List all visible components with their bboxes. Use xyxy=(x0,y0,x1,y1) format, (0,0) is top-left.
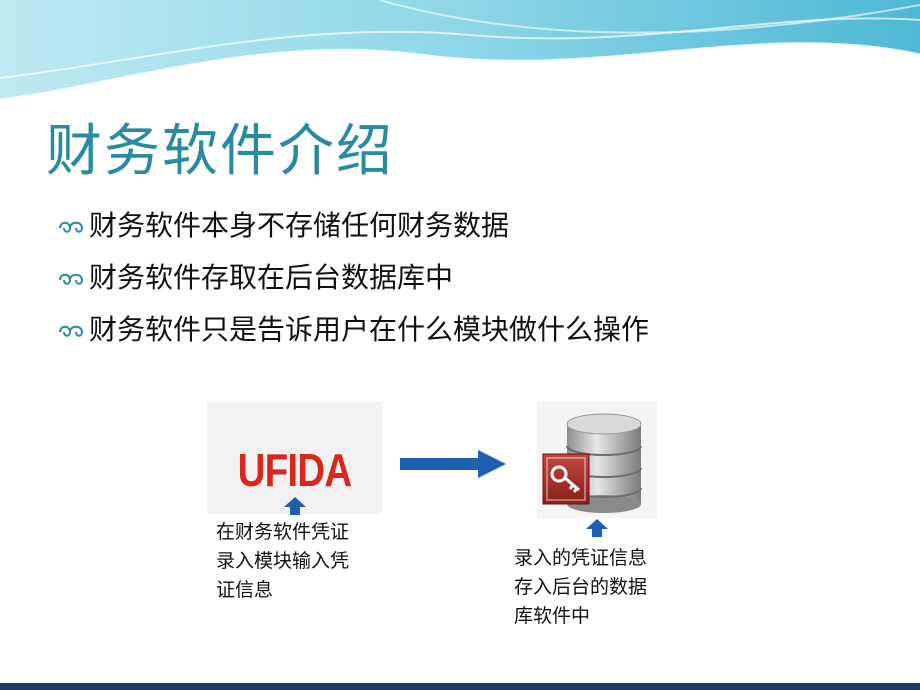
top-wave-decoration xyxy=(0,0,920,102)
bullet-swirl-icon xyxy=(59,325,84,337)
bullet-text: 财务软件只是告诉用户在什么模块做什么操作 xyxy=(89,313,650,346)
right-caption: 录入的凭证信息 存入后台的数据 库软件中 xyxy=(514,544,647,631)
bullet-swirl-icon xyxy=(59,273,84,285)
bullet-item: 财务软件本身不存储任何财务数据 xyxy=(56,200,649,252)
caption-line: 录入模块输入凭 xyxy=(216,550,350,572)
bullet-item: 财务软件存取在后台数据库中 xyxy=(56,252,649,304)
bullet-swirl-icon xyxy=(59,221,84,233)
slide-title: 财务软件介绍 xyxy=(46,119,394,184)
ufida-logo-text: UFIDA xyxy=(237,444,353,496)
bullet-text: 财务软件本身不存储任何财务数据 xyxy=(89,209,510,242)
bullet-list: 财务软件本身不存储任何财务数据 财务软件存取在后台数据库中 财务软件只是告诉用户… xyxy=(56,200,649,356)
arrow-right-icon xyxy=(400,450,506,478)
arrow-up-icon xyxy=(284,497,306,515)
bullet-item: 财务软件只是告诉用户在什么模块做什么操作 xyxy=(56,304,649,356)
database-access-icon xyxy=(537,402,657,518)
arrow-up-icon xyxy=(586,519,608,537)
ufida-logo-image: UFIDA xyxy=(207,402,382,514)
caption-line: 录入的凭证信息 xyxy=(514,547,648,569)
caption-line: 证信息 xyxy=(216,579,274,601)
bottom-bar xyxy=(0,683,920,690)
caption-line: 在财务软件凭证 xyxy=(216,521,350,543)
left-caption: 在财务软件凭证 录入模块输入凭 证信息 xyxy=(216,518,349,605)
caption-line: 存入后台的数据 xyxy=(514,576,648,598)
bullet-text: 财务软件存取在后台数据库中 xyxy=(89,261,454,294)
caption-line: 库软件中 xyxy=(514,605,591,627)
